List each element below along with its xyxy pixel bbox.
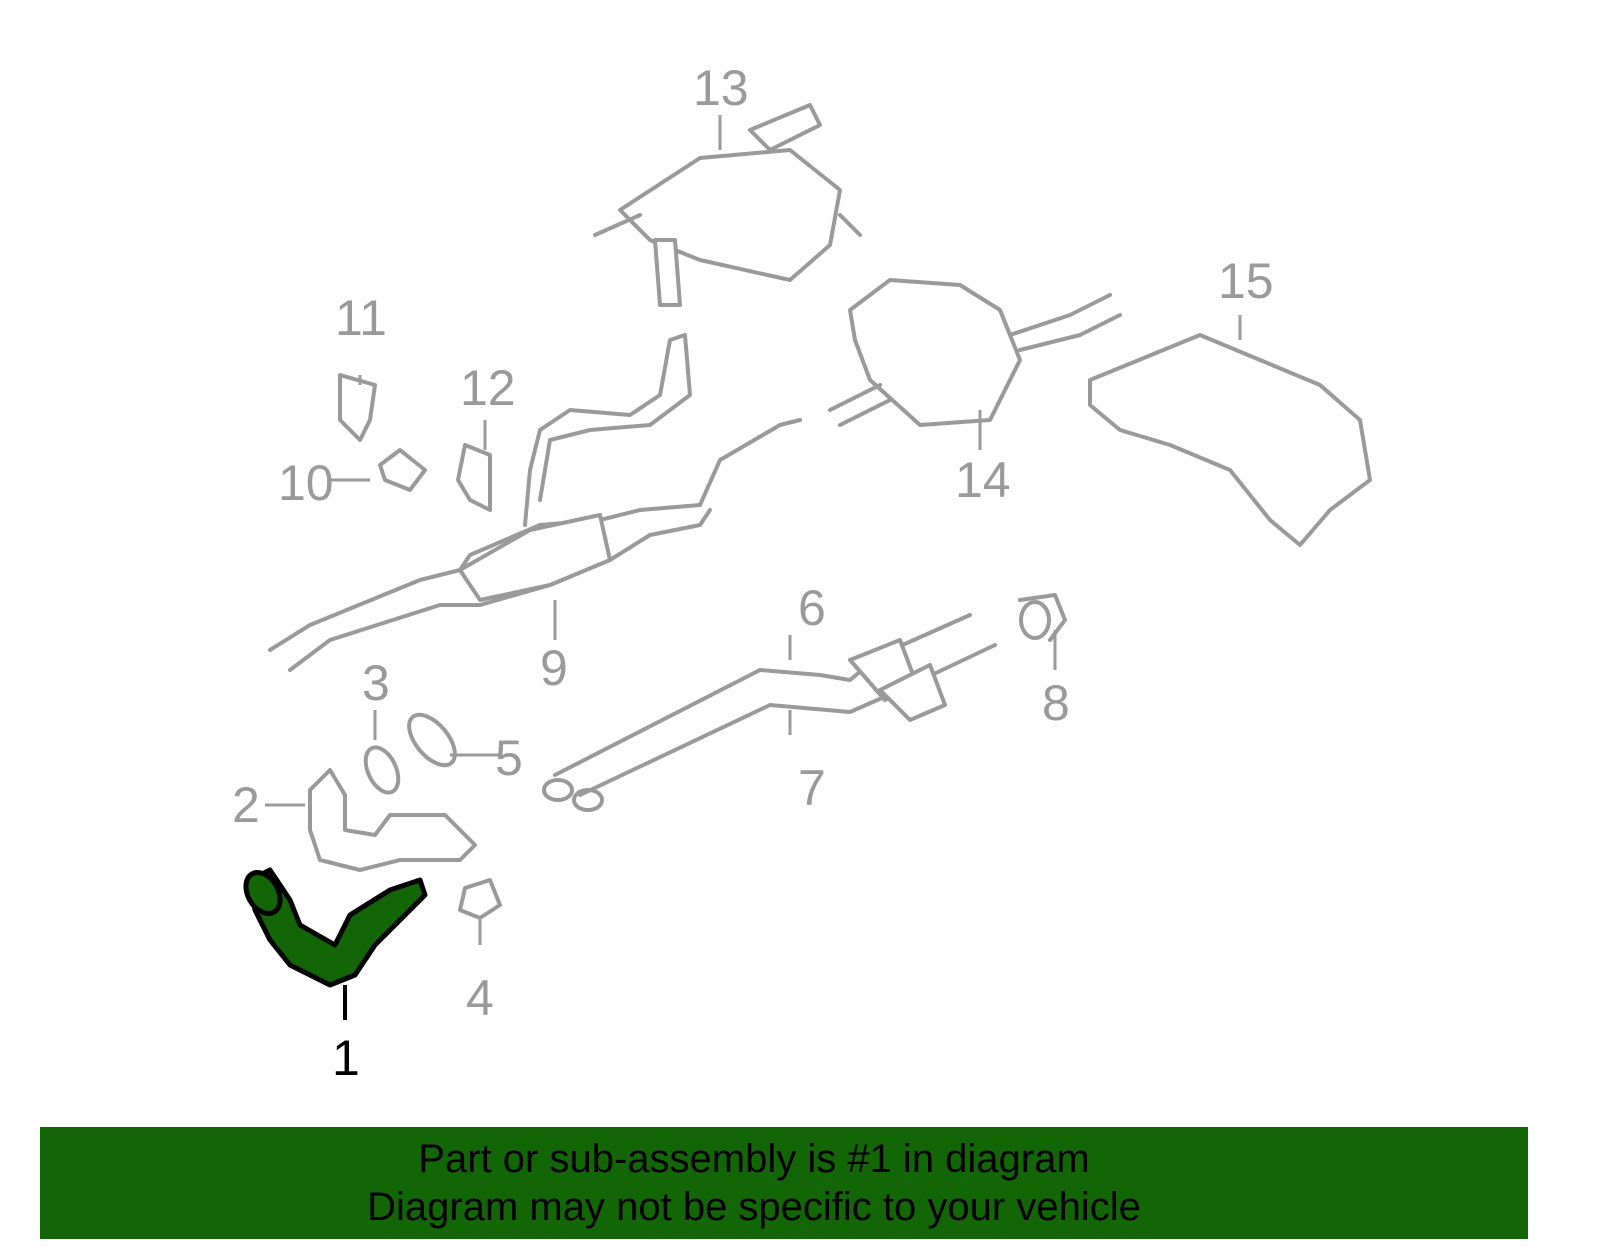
label-12[interactable]: 12	[460, 360, 516, 416]
label-3[interactable]: 3	[362, 655, 390, 711]
label-1[interactable]: 1	[332, 1030, 360, 1086]
part-9-center-pipe[interactable]	[268, 333, 802, 672]
label-11[interactable]: 11	[335, 290, 387, 346]
part-4-gasket[interactable]	[458, 878, 502, 920]
label-7[interactable]: 7	[798, 760, 826, 816]
label-6[interactable]: 6	[798, 580, 826, 636]
part-13-rear-muffler[interactable]	[593, 103, 862, 307]
exhaust-parts-diagram: 1 2 3 4 5 6 7 8 9 10 11 12 13 14 15	[232, 60, 1372, 1086]
part-6-7-front-pipes[interactable]	[542, 613, 997, 812]
part-info-banner: Part or sub-assembly is #1 in diagram Di…	[40, 1127, 1528, 1239]
banner-line-1: Part or sub-assembly is #1 in diagram	[418, 1137, 1090, 1181]
label-10[interactable]: 10	[278, 455, 334, 511]
callout-arrows	[265, 115, 1242, 1020]
banner-line-2: Diagram may not be specific to your vehi…	[367, 1185, 1141, 1229]
label-4[interactable]: 4	[466, 970, 494, 1026]
label-5[interactable]: 5	[495, 730, 523, 786]
label-14[interactable]: 14	[955, 452, 1011, 508]
label-15[interactable]: 15	[1218, 253, 1274, 309]
label-8[interactable]: 8	[1042, 675, 1070, 731]
part-5-clamp[interactable]	[400, 707, 463, 774]
label-13[interactable]: 13	[693, 60, 749, 116]
part-15-heat-shield[interactable]	[1088, 333, 1372, 547]
part-3-gasket-ring[interactable]	[359, 742, 405, 797]
part-10-bracket[interactable]	[378, 448, 427, 492]
part-14-muffler[interactable]	[828, 278, 1122, 427]
part-12-bracket[interactable]	[456, 443, 492, 512]
part-8-clamp[interactable]	[1018, 593, 1067, 642]
label-9[interactable]: 9	[540, 640, 568, 696]
part-1-catalytic-converter[interactable]	[239, 866, 428, 988]
label-2[interactable]: 2	[232, 777, 260, 833]
part-11-bracket[interactable]	[338, 373, 377, 442]
part-2-downpipe[interactable]	[308, 768, 477, 872]
